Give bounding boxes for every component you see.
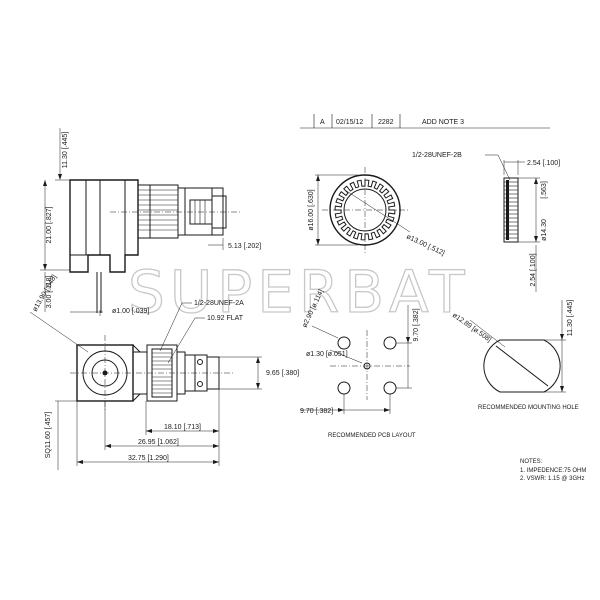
- thread-coils: [152, 352, 172, 394]
- top-view: ø13.90 [.548] 1/2-28UNEF-2A 10.92 FLAT 9…: [29, 274, 299, 470]
- pcb-hole: [383, 336, 397, 350]
- nut-side-view: 1/2-28UNEF-2B 2.54 [.100] [.563] ø14.30 …: [412, 152, 560, 292]
- mounting-hole: ø12.89 [ø.508] 11.30 [.445] RECOMMENDED …: [451, 300, 579, 411]
- mount-dim-11-30: 11.30 [.445]: [567, 300, 574, 337]
- pcb-dim-9-70-v: 9.70 [.382]: [413, 308, 420, 341]
- pcb-hole: [337, 336, 351, 350]
- side-dim-top: 11.30 [.445]: [62, 132, 69, 169]
- side-dim-tip: 5.13 [.202]: [228, 243, 261, 250]
- superbat-watermark: SUPERBAT: [128, 258, 470, 326]
- note-item: 2. VSWR: 1.15 @ 3GHz: [520, 476, 584, 482]
- top-flat: 10.92 FLAT: [207, 315, 244, 322]
- rev-date: 02/15/12: [336, 119, 363, 126]
- rev-desc: ADD NOTE 3: [422, 119, 464, 126]
- nut-dim-13: ø13.00 [.512]: [405, 233, 445, 257]
- rev-eco: 2282: [378, 119, 394, 126]
- nut-dim-16: ø16.00 [.630]: [308, 189, 315, 230]
- pcb-dim-9-70-h: 9.70 [.382]: [300, 408, 333, 415]
- side-dim-height: 21.00 [.827]: [46, 206, 53, 243]
- top-dim-9-65: 9.65 [.380]: [266, 370, 299, 377]
- note-item: 1. IMPEDENCE:75 OHM: [520, 468, 586, 474]
- nut-dim-2-54-top: 2.54 [.100]: [527, 160, 560, 167]
- nut-dim-14-30: ø14.30: [541, 219, 548, 241]
- notes: NOTES: 1. IMPEDENCE:75 OHM 2. VSWR: 1.15…: [520, 459, 586, 482]
- side-dim-pin-dia: ø1.00 [.039]: [112, 308, 149, 315]
- mounting-hole-label: RECOMMENDED MOUNTING HOLE: [478, 405, 579, 411]
- nut-thread: 1/2-28UNEF-2B: [412, 152, 462, 159]
- pcb-layout-label: RECOMMENDED PCB LAYOUT: [328, 433, 416, 439]
- top-dim-18-10: 18.10 [.713]: [164, 424, 201, 431]
- side-dim-pin-len: 3.00 [.118]: [46, 276, 53, 309]
- top-dim-sq: SQ11.60 [.457]: [45, 412, 52, 459]
- nut-front-view: ø16.00 [.630] ø13.00 [.512]: [308, 167, 446, 257]
- notes-title: NOTES:: [520, 459, 543, 465]
- mount-dim-12-89: ø12.89 [ø.508]: [451, 312, 492, 344]
- top-dim-26-95: 26.95 [1.062]: [138, 439, 179, 446]
- nut-dim-2-54-side: 2.54 [.100]: [530, 253, 537, 286]
- revision-block: A 02/15/12 2282 ADD NOTE 3: [300, 114, 550, 129]
- pcb-hole: [383, 381, 397, 395]
- rev-letter: A: [320, 119, 325, 126]
- pcb-dim-1-30: ø1.30 [ø.051]: [306, 351, 348, 358]
- top-thread: 1/2-28UNEF-2A: [194, 300, 244, 307]
- nut-dim-563: [.563]: [541, 181, 548, 199]
- thread-lines: [138, 189, 178, 231]
- top-dim-32-75: 32.75 [1.290]: [128, 455, 169, 462]
- pcb-hole: [337, 381, 351, 395]
- side-view: 11.30 [.445] 21.00 [.827] 3.00 [.118] ø1…: [40, 128, 261, 316]
